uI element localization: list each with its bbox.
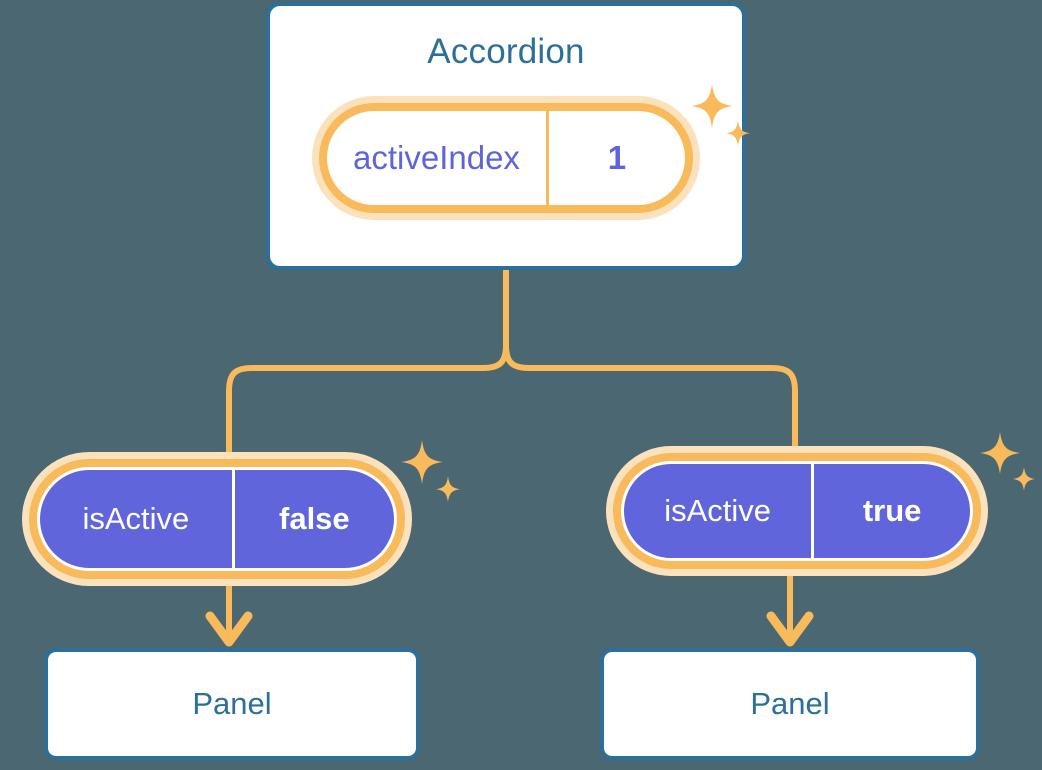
panel-right-title: Panel	[750, 686, 830, 721]
sparkle-four-point-icon	[980, 432, 1020, 474]
panel-right[interactable]: Panel	[600, 648, 980, 760]
state-pill-ring: activeIndex 1	[319, 103, 693, 213]
state-key-is-active-left: isActive	[40, 470, 235, 568]
connector-fork-path	[226, 267, 798, 459]
state-value-is-active-left: false	[279, 501, 350, 536]
arrow-down-icon-left	[205, 611, 253, 647]
arrow-down-icon-right	[766, 611, 814, 647]
sparkle-four-point-small-icon	[436, 476, 460, 502]
state-pill-body: isActive false	[37, 467, 397, 571]
state-pill-body: activeIndex 1	[327, 111, 685, 205]
state-key-is-active-right: isActive	[624, 464, 815, 558]
accordion-title: Accordion	[427, 32, 585, 71]
state-pill-ring: isActive false	[29, 459, 405, 579]
state-pill-body: isActive true	[621, 461, 973, 561]
sparkle-four-point-icon	[401, 440, 443, 484]
sparkle-four-point-small-icon	[1013, 467, 1035, 491]
state-key-active-index: activeIndex	[327, 111, 549, 205]
state-pill-ring: isActive true	[613, 453, 981, 569]
state-pill-is-active-left[interactable]: isActive false	[22, 452, 412, 586]
state-pill-is-active-right[interactable]: isActive true	[606, 446, 988, 576]
panel-left-title: Panel	[192, 686, 272, 721]
state-value-active-index: 1	[607, 139, 627, 176]
sparkles-right-pill	[980, 432, 1035, 491]
state-value-is-active-right: true	[862, 493, 922, 528]
state-pill-active-index[interactable]: activeIndex 1	[312, 96, 700, 220]
panel-left[interactable]: Panel	[44, 648, 420, 760]
